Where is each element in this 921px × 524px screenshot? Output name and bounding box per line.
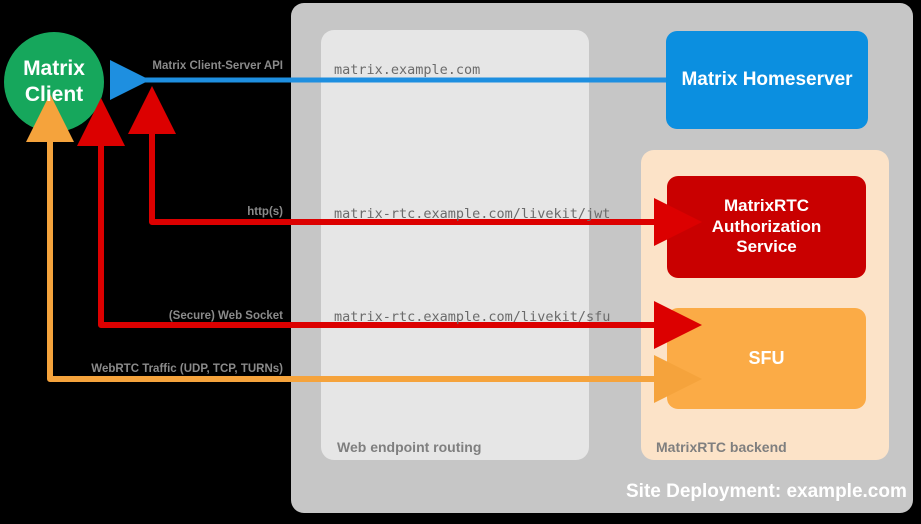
edge-label-webrtc-traffic: WebRTC Traffic (UDP, TCP, TURNs) — [91, 363, 283, 375]
matrixrtc-authorization-service-node[interactable] — [667, 176, 866, 278]
web-endpoint-routing-container — [321, 30, 589, 460]
matrix-homeserver-node[interactable] — [666, 31, 868, 129]
url-livekit-sfu: matrix-rtc.example.com/livekit/sfu — [334, 309, 611, 325]
site-deployment-caption: Site Deployment: example.com — [626, 481, 907, 502]
matrix-client-node[interactable] — [4, 32, 104, 132]
edge-label-matrix-client-server-api: Matrix Client-Server API — [152, 60, 283, 72]
url-matrix-example-com: matrix.example.com — [334, 62, 481, 78]
matrixrtc-backend-caption: MatrixRTC backend — [656, 439, 787, 455]
sfu-node[interactable] — [667, 308, 866, 409]
edge-label-http-s: http(s) — [247, 206, 283, 218]
url-livekit-jwt: matrix-rtc.example.com/livekit/jwt — [334, 206, 611, 222]
web-endpoint-routing-caption: Web endpoint routing — [337, 439, 482, 455]
edge-label-secure-web-socket: (Secure) Web Socket — [168, 310, 283, 322]
